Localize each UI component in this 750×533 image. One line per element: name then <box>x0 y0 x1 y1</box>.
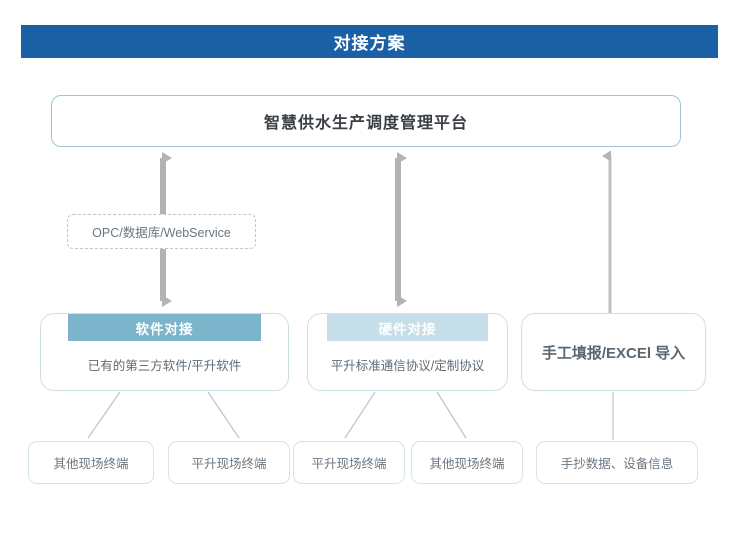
leaf-node[interactable]: 手抄数据、设备信息 <box>536 441 698 484</box>
platform-label: 智慧供水生产调度管理平台 <box>263 115 468 132</box>
leaf-node[interactable]: 其他现场终端 <box>411 441 523 484</box>
page-title-bar: 对接方案 <box>21 25 718 58</box>
leaf-node-label: 其他现场终端 <box>53 457 129 471</box>
platform-box[interactable]: 智慧供水生产调度管理平台 <box>51 95 681 147</box>
leaf-node-label: 平升现场终端 <box>311 457 387 471</box>
node-software-body: 已有的第三方软件/平升软件 <box>87 359 242 373</box>
leaf-node-label: 手抄数据、设备信息 <box>560 457 674 471</box>
node-hardware-integration[interactable]: 硬件对接 平升标准通信协议/定制协议 <box>307 313 508 391</box>
node-manual-label: 手工填报/EXCEl 导入 <box>541 344 686 362</box>
node-software-header: 软件对接 <box>68 314 261 341</box>
leaf-node-label: 平升现场终端 <box>191 457 267 471</box>
leaf-node[interactable]: 平升现场终端 <box>293 441 405 484</box>
protocol-label: OPC/数据库/WebService <box>92 226 231 240</box>
connector-software-leaves <box>87 391 240 439</box>
node-hardware-header: 硬件对接 <box>327 314 488 341</box>
page-title: 对接方案 <box>333 34 406 53</box>
leaf-node[interactable]: 其他现场终端 <box>28 441 154 484</box>
node-manual-entry[interactable]: 手工填报/EXCEl 导入 <box>521 313 706 391</box>
node-software-integration[interactable]: 软件对接 已有的第三方软件/平升软件 <box>40 313 289 391</box>
connector-hardware-leaves <box>344 391 467 439</box>
protocol-label-box: OPC/数据库/WebService <box>67 214 256 249</box>
leaf-node-label: 其他现场终端 <box>429 457 505 471</box>
leaf-node[interactable]: 平升现场终端 <box>168 441 290 484</box>
node-hardware-body: 平升标准通信协议/定制协议 <box>330 359 485 373</box>
